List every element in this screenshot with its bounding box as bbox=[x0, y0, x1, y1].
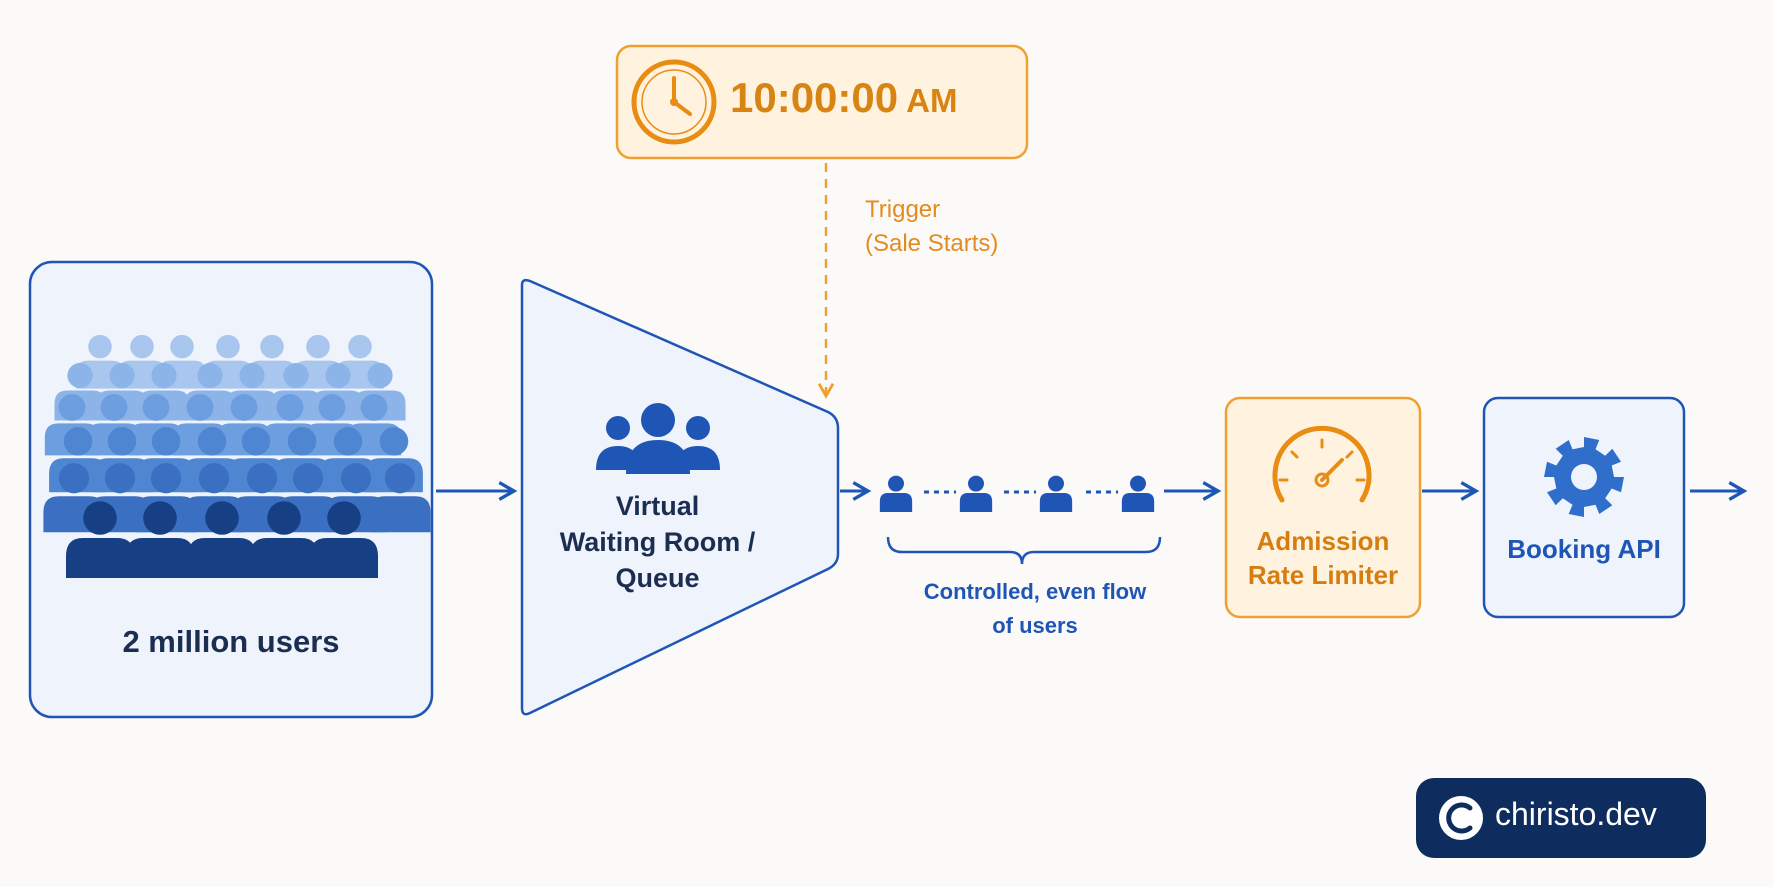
flow-line-2: of users bbox=[992, 613, 1078, 638]
queue-line-2: Waiting Room / bbox=[559, 527, 756, 557]
crowd-person bbox=[188, 501, 256, 578]
flow-person-icon bbox=[879, 475, 913, 513]
flow-person-icon bbox=[1039, 475, 1073, 513]
crowd-person bbox=[310, 501, 378, 578]
flow-label: Controlled, even flow of users bbox=[870, 575, 1200, 643]
flow-person-icon bbox=[959, 475, 993, 513]
brand-badge bbox=[1416, 778, 1706, 858]
rate-limiter-label: Admission Rate Limiter bbox=[1226, 524, 1420, 592]
crowd-person bbox=[369, 463, 431, 533]
queue-label: Virtual Waiting Room / Queue bbox=[535, 488, 780, 596]
flow-line-1: Controlled, even flow bbox=[923, 579, 1147, 604]
waiting-room-funnel bbox=[520, 278, 840, 716]
clock-box bbox=[615, 44, 1029, 160]
queue-line-1: Virtual bbox=[615, 491, 700, 521]
trigger-label: Trigger (Sale Starts) bbox=[865, 193, 1065, 261]
crowd-person bbox=[250, 501, 318, 578]
crowd-icon bbox=[43, 334, 431, 578]
gear-hole bbox=[1571, 464, 1597, 490]
clock-icon bbox=[631, 59, 717, 145]
trigger-line-2: (Sale Starts) bbox=[865, 230, 999, 257]
time-ampm: AM bbox=[906, 82, 958, 119]
group-icon bbox=[596, 403, 720, 474]
booking-api-label: Booking API bbox=[1507, 534, 1661, 564]
time-value: 10:00:00 bbox=[730, 74, 899, 121]
trigger-line-1: Trigger bbox=[865, 196, 941, 223]
flow-brace bbox=[886, 536, 1162, 565]
gear-icon bbox=[1544, 437, 1624, 517]
copyright-logo-icon bbox=[1439, 796, 1483, 840]
users-label: 2 million users bbox=[122, 624, 340, 659]
limiter-line-1: Admission bbox=[1256, 526, 1390, 556]
speedometer-icon bbox=[1272, 425, 1372, 503]
rate-limiter-box bbox=[1224, 396, 1422, 619]
flow-person-icon bbox=[1121, 475, 1155, 513]
queue-line-3: Queue bbox=[615, 563, 700, 593]
brand-label[interactable]: chiristo.dev bbox=[1495, 796, 1657, 832]
limiter-line-2: Rate Limiter bbox=[1247, 560, 1399, 590]
crowd-person bbox=[126, 501, 194, 578]
crowd-person bbox=[66, 501, 134, 578]
flow-persons bbox=[879, 475, 1155, 513]
